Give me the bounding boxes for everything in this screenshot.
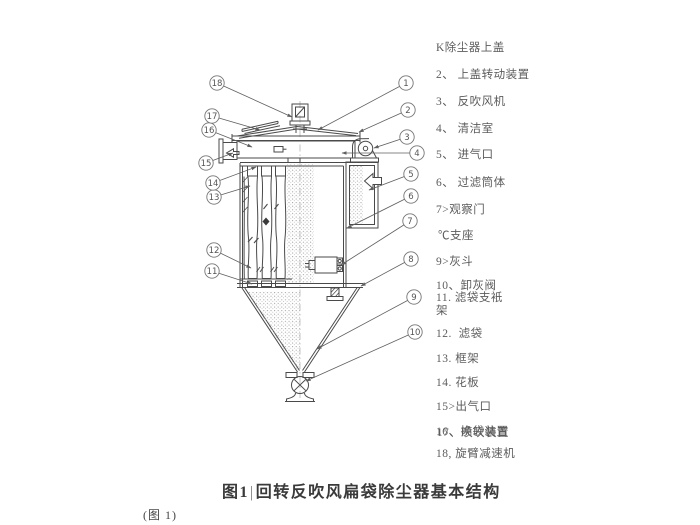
callout-circle-7 [402,213,418,229]
callout-11: 11 [204,263,220,279]
callout-17: 17 [204,108,220,124]
callout-number-9: 9 [411,293,416,303]
dust-stipple-column [287,164,314,283]
filter-body [237,157,378,287]
callout-number-17: 17 [207,112,218,122]
figure-title-number: 图1 [222,484,250,501]
callout-circle-9 [406,289,422,305]
dust-collector-drawing [218,101,382,402]
callout-circle-2 [400,102,416,118]
bag-interior-marks [247,203,279,273]
callout-5: 5 [403,166,419,182]
figure-title-separator: | [250,484,255,501]
outlet-duct [218,138,240,164]
callout-circle-12 [206,242,222,258]
discharge-valve [285,372,315,402]
callout-circle-18 [209,75,225,91]
callout-15: 15 [198,155,214,171]
leader-line-2 [358,109,409,133]
callout-number-1: 1 [403,79,408,89]
leader-line-9 [316,296,415,350]
ash-hopper [241,287,361,373]
callout-circle-17 [204,108,220,124]
inlet-duct [345,161,382,229]
callout-circle-11 [204,263,220,279]
callout-number-5: 5 [408,170,413,180]
callout-12: 12 [206,242,222,258]
backblow-arm-plate [241,120,281,134]
figure-caption: (图 1) [143,508,177,522]
leader-line-10 [305,331,416,382]
callout-number-4: 4 [414,149,419,159]
callout-2: 2 [400,102,416,118]
callout-number-14: 14 [208,179,219,189]
callout-6: 6 [403,188,419,204]
callout-circle-8 [403,251,419,267]
callout-18: 18 [209,75,225,91]
callout-10: 10 [407,324,423,340]
callout-circle-4 [409,145,425,161]
callout-number-7: 7 [407,217,412,227]
leader-line-16 [208,129,253,148]
callout-circle-5 [403,166,419,182]
figure-title: 图1|回转反吹风扁袋除尘器基本结构 [222,478,501,502]
leader-line-7 [340,220,411,266]
callout-circle-15 [198,155,214,171]
callout-circle-1 [398,75,414,91]
callout-number-15: 15 [201,159,212,169]
callout-number-10: 10 [410,328,421,338]
leader-line-8 [360,258,412,287]
leader-line-17 [211,115,261,131]
callout-circle-10 [407,324,423,340]
callout-number-16: 16 [204,126,215,136]
callout-number-11: 11 [207,267,218,277]
callout-7: 7 [402,213,418,229]
callout-13: 13 [206,189,222,205]
support-bracket [326,287,344,301]
callout-3: 3 [399,129,415,145]
callout-circle-6 [403,188,419,204]
callout-number-2: 2 [405,106,410,116]
callout-14: 14 [205,175,221,191]
callout-9: 9 [406,289,422,305]
callout-number-6: 6 [408,192,413,202]
clean-room [236,140,356,163]
reducer-motor [289,103,311,133]
callout-circle-14 [205,175,221,191]
leader-line-18 [216,82,293,118]
callout-8: 8 [403,251,419,267]
top-cover [236,125,359,139]
backblow-fan [350,138,379,163]
bottom-flange [237,283,363,288]
figure-title-text: 回转反吹风扁袋除尘器基本结构 [255,484,501,501]
callout-circle-3 [399,129,415,145]
callout-number-13: 13 [209,193,220,203]
leader-lines [205,82,417,382]
callout-1: 1 [398,75,414,91]
leader-line-1 [317,82,407,131]
callout-number-18: 18 [212,79,223,89]
callout-4: 4 [409,145,425,161]
callout-number-3: 3 [404,133,409,143]
callout-number-8: 8 [408,255,413,265]
leader-line-6 [346,195,412,229]
filter-bags [242,176,287,279]
callout-16: 16 [201,122,217,138]
callout-number-12: 12 [209,246,220,256]
